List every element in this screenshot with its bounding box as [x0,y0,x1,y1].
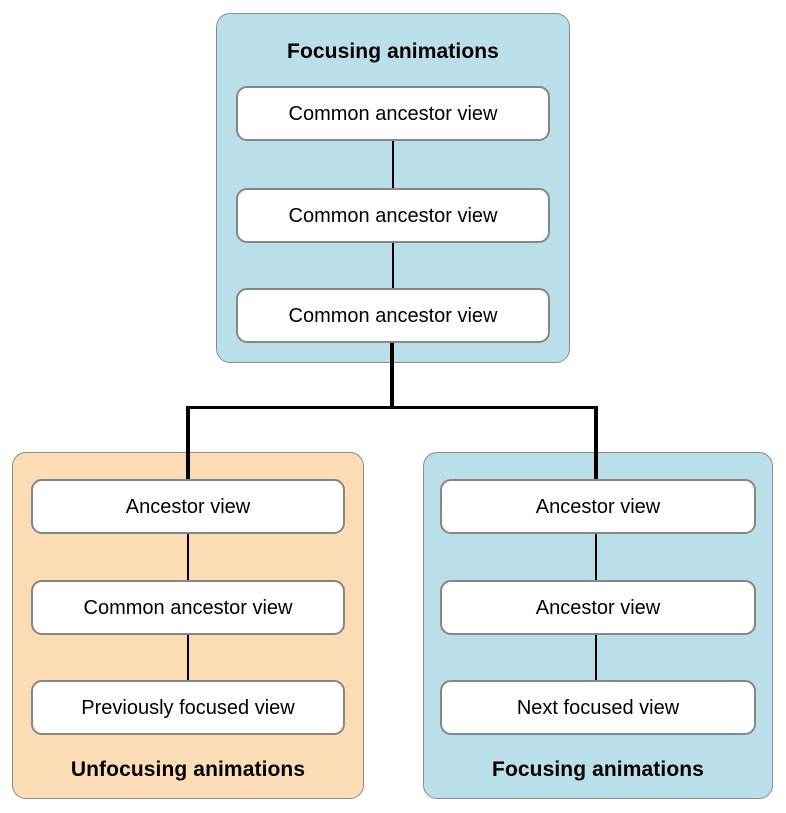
node-top-3[interactable]: Common ancestor view [236,288,550,343]
node-top-1[interactable]: Common ancestor view [236,86,550,141]
connector-right-1-2 [595,532,597,582]
node-top-2-label: Common ancestor view [288,204,498,227]
connector-trunk [390,341,394,409]
panel-title-focusing-animations-root: Focusing animations [287,40,499,63]
connector-left-1-2 [187,532,189,582]
node-right-1[interactable]: Ancestor view [440,479,756,534]
node-left-1[interactable]: Ancestor view [31,479,345,534]
connector-top-1-2 [392,138,394,190]
node-left-3[interactable]: Previously focused view [31,680,345,735]
node-top-1-label: Common ancestor view [288,102,498,125]
connector-branch-bar [188,406,598,409]
node-top-2[interactable]: Common ancestor view [236,188,550,243]
node-left-1-label: Ancestor view [125,495,251,518]
node-top-3-label: Common ancestor view [288,304,498,327]
connector-right-2-3 [595,632,597,682]
connector-drop-right [594,406,598,486]
node-right-1-label: Ancestor view [535,495,661,518]
connector-drop-left [186,406,190,486]
connector-left-2-3 [187,632,189,682]
node-left-2[interactable]: Common ancestor view [31,580,345,635]
node-left-3-label: Previously focused view [81,696,295,719]
node-right-3-label: Next focused view [516,696,680,719]
panel-title-unfocusing-animations: Unfocusing animations [70,758,306,781]
panel-title-focusing-animations-branch: Focusing animations [492,758,704,781]
node-left-2-label: Common ancestor view [83,596,293,619]
node-right-3[interactable]: Next focused view [440,680,756,735]
node-right-2[interactable]: Ancestor view [440,580,756,635]
connector-top-2-3 [392,240,394,290]
node-right-2-label: Ancestor view [535,596,661,619]
